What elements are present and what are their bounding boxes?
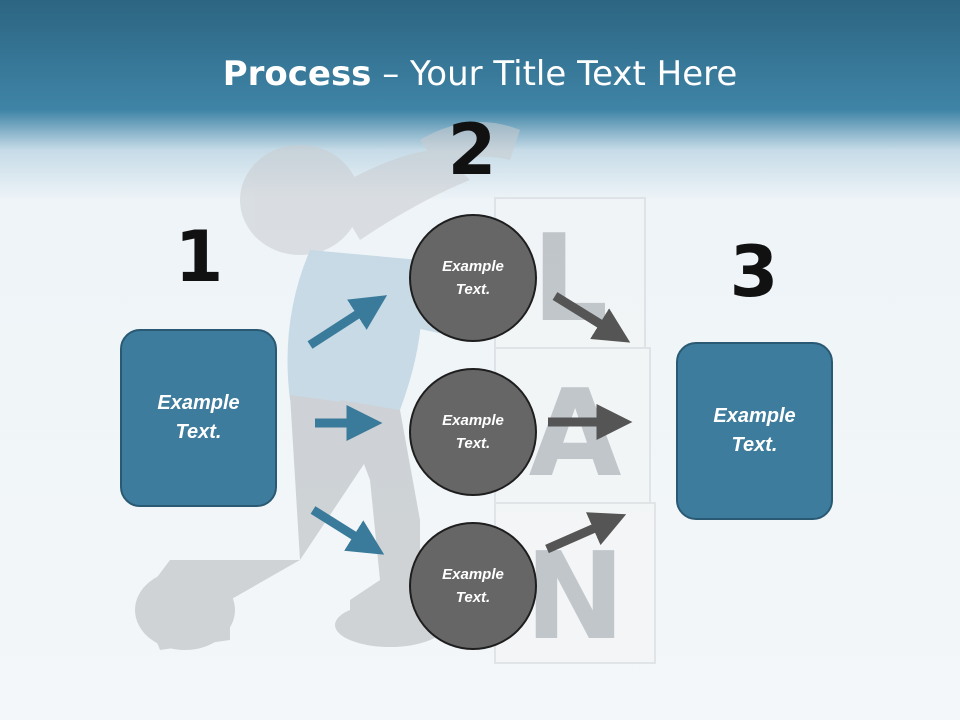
step-2-circle-bottom: Example Text. xyxy=(409,522,537,650)
step-number-3: 3 xyxy=(729,231,779,313)
title-rest: – Your Title Text Here xyxy=(371,54,738,94)
figure-foot-back xyxy=(135,570,235,650)
title-strong: Process xyxy=(222,54,372,94)
arrow-gray-upper xyxy=(552,292,631,343)
figure-leg-front xyxy=(340,400,420,630)
circle-text: Example Text. xyxy=(442,258,504,298)
step-3-text: Example Text. xyxy=(713,405,796,456)
step-number-2: 2 xyxy=(447,109,497,191)
step-1-box: Example Text. xyxy=(120,329,277,507)
step-3-box: Example Text. xyxy=(676,342,833,520)
figure-head xyxy=(240,145,360,255)
step-number-1: 1 xyxy=(174,216,224,298)
circle-text: Example Text. xyxy=(442,412,504,452)
arrow-blue-lower xyxy=(310,506,385,555)
block-letter-n: N xyxy=(525,528,625,667)
circle-text: Example Text. xyxy=(442,566,504,606)
step-2-circle-top: Example Text. xyxy=(409,214,537,342)
arrow-gray-lower xyxy=(545,512,627,554)
slide-title: Process – Your Title Text Here xyxy=(0,52,960,96)
figure-arm-up xyxy=(330,150,470,240)
step-2-circle-middle: Example Text. xyxy=(409,368,537,496)
figure-arm-top xyxy=(420,122,520,170)
arrow-blue-upper xyxy=(307,295,388,349)
step-1-text: Example Text. xyxy=(157,392,240,443)
